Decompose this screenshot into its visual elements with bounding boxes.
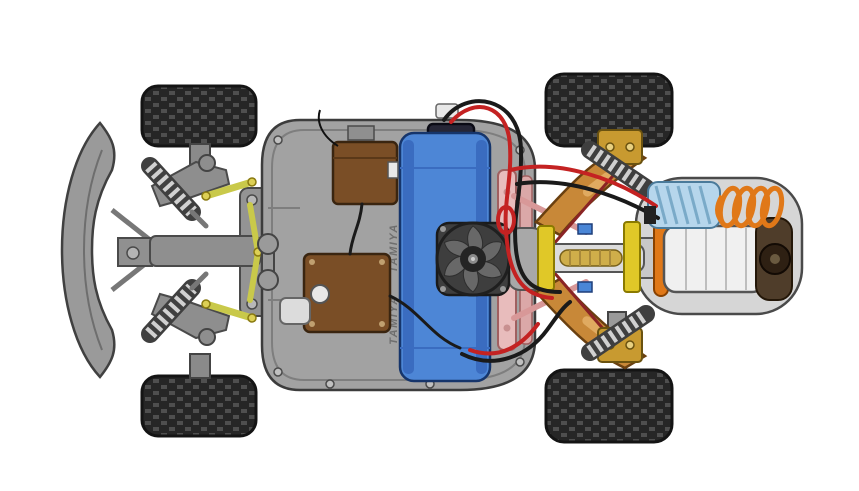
- motor: [653, 217, 793, 301]
- chassis-screws: [273, 135, 525, 389]
- motor-wire-coil: [715, 185, 785, 229]
- front-shock-left: [141, 157, 209, 229]
- motor-heatsink: [647, 181, 721, 229]
- servo-horn: [279, 297, 311, 325]
- tire-front-right: [140, 374, 258, 438]
- rear-assembly: [497, 129, 804, 370]
- front-bumper: [60, 121, 153, 379]
- rear-shock-left: [581, 141, 655, 197]
- front-shock-right: [141, 271, 209, 343]
- rear-shock-right: [581, 305, 655, 361]
- servo-output-shaft: [310, 284, 330, 304]
- tire-front-left: [140, 84, 258, 148]
- motor-lead: [644, 206, 656, 224]
- cooling-fan: [435, 221, 511, 297]
- receiver-box: [317, 109, 399, 206]
- steering-bellcrank: [257, 233, 279, 291]
- antenna-wire: [317, 109, 339, 147]
- wiring: [348, 99, 660, 363]
- tire-rear-right: [544, 368, 674, 444]
- steering-links: [201, 177, 307, 323]
- steering-servo: [279, 252, 392, 334]
